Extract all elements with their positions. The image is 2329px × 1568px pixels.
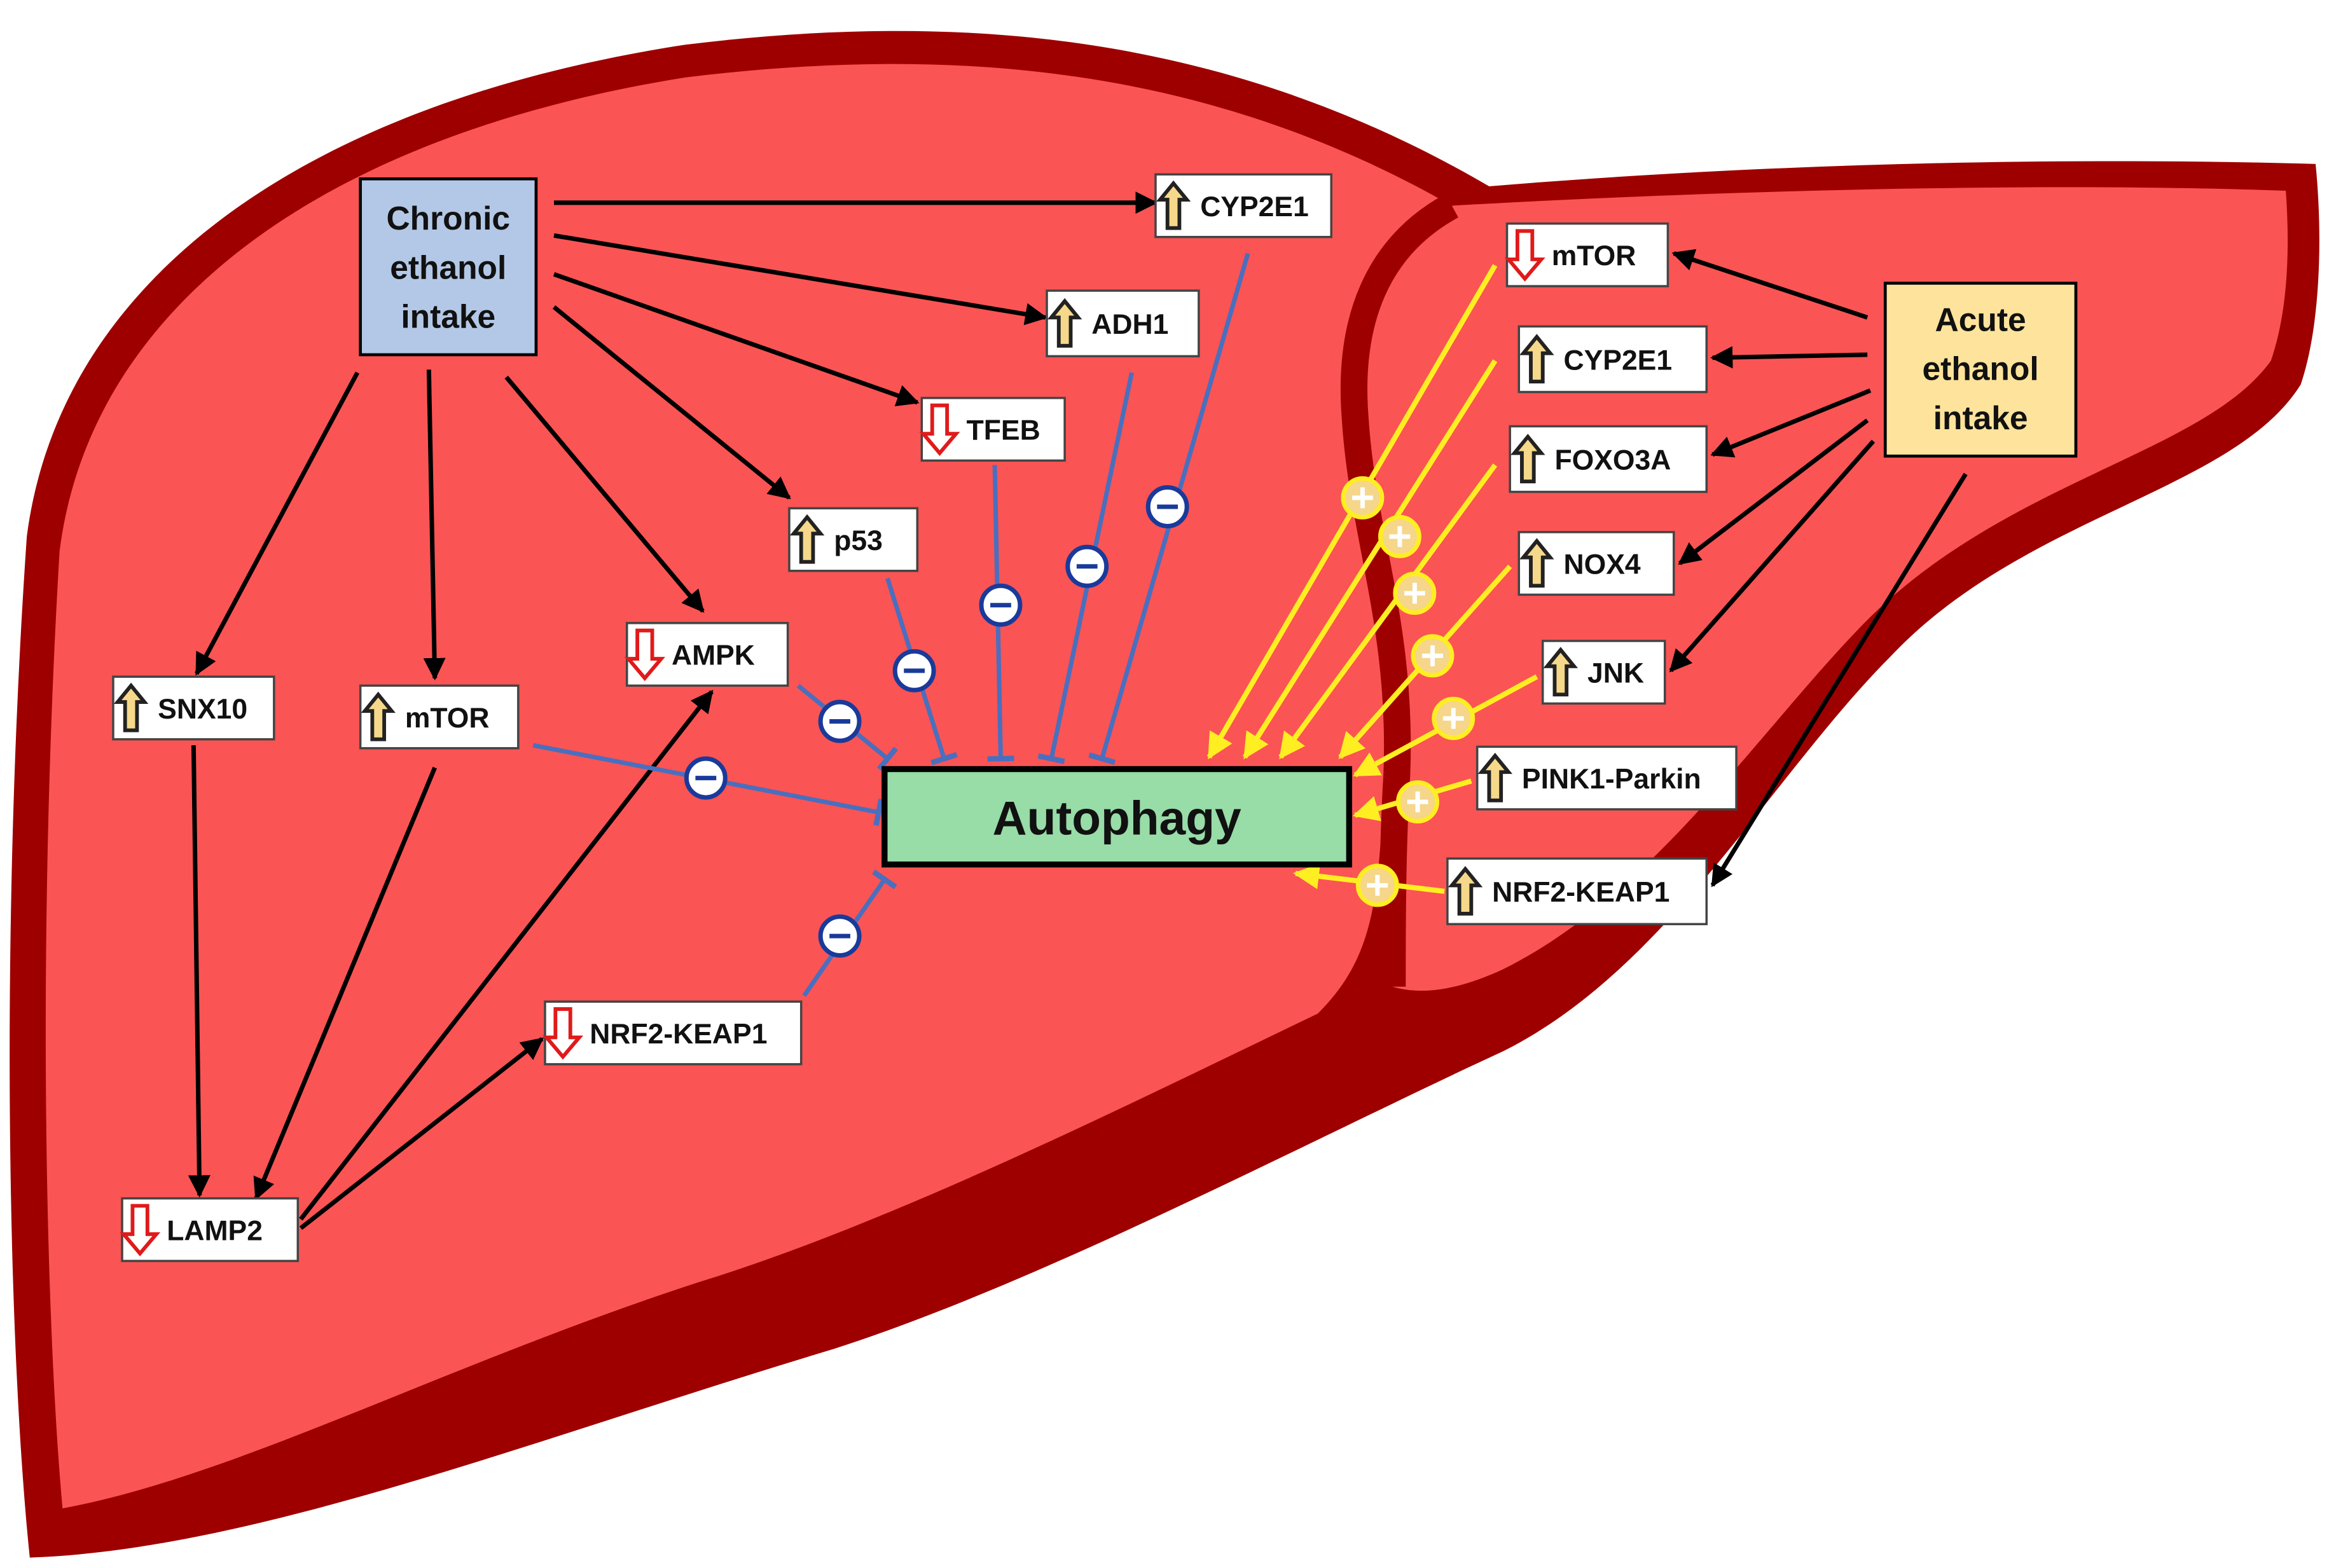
up-arrow-icon [113,682,149,732]
node-adh1: ADH1 [1046,289,1200,357]
minus-icon [818,914,862,958]
minus-icon [1065,544,1109,588]
up-arrow-icon [361,691,396,741]
node-label: CYP2E1 [1564,345,1673,376]
up-arrow-icon [1519,538,1554,588]
node-nrf2-chronic: NRF2-KEAP1 [542,1000,803,1066]
up-arrow-icon [1510,434,1545,484]
acute-label-line3: intake [1933,399,2028,436]
node-p53: p53 [788,507,919,572]
node-nrf2-acute: NRF2-KEAP1 [1446,857,1708,926]
node-label: PINK1-Parkin [1522,764,1701,795]
node-ampk: AMPK [624,622,789,687]
down-arrow-icon [542,1007,584,1060]
chronic-ethanol-box: Chronic ethanol intake [359,177,538,357]
chronic-label-line3: intake [401,298,495,335]
plus-icon [1355,863,1399,907]
node-mtor-chronic: mTOR [359,684,520,750]
node-box [1509,425,1708,493]
node-box [1446,857,1708,926]
node-label: LAMP2 [167,1215,263,1246]
plus-icon [1378,514,1421,558]
plus-icon [1341,476,1385,519]
plus-icon [1411,634,1455,678]
minus-icon [1145,485,1189,528]
down-arrow-icon [1504,229,1545,282]
node-label: FOXO3A [1554,444,1671,476]
up-arrow-icon [789,514,825,564]
up-arrow-icon [1477,752,1513,802]
node-label: JNK [1587,658,1644,689]
node-cyp2e1-chronic: CYP2E1 [1154,173,1332,238]
node-label: NOX4 [1564,549,1641,580]
node-tfeb: TFEB [919,397,1066,462]
plus-icon [1396,780,1439,824]
up-arrow-icon [1448,865,1483,916]
minus-icon [979,583,1023,627]
chronic-label-line1: Chronic [386,200,510,237]
node-label: CYP2E1 [1200,191,1309,223]
up-arrow-icon [1047,298,1082,348]
up-arrow-icon [1156,180,1191,230]
chronic-activation-arrows [188,191,1158,1230]
node-label: ADH1 [1091,309,1168,340]
minus-icon [684,756,728,800]
node-box [1517,325,1708,394]
node-box [1475,745,1738,811]
node-snx10: SNX10 [112,675,275,741]
node-label: SNX10 [158,694,247,725]
node-pink1: PINK1-Parkin [1475,745,1738,811]
chronic-label-line2: ethanol [390,249,506,285]
up-arrow-icon [1543,647,1579,697]
plus-icon [1393,571,1437,615]
autophagy-box: Autophagy [881,766,1353,868]
minus-icon [892,649,936,692]
node-jnk: JNK [1541,640,1666,705]
liver-lobe-divider [1340,193,1459,987]
node-label: mTOR [1552,240,1636,272]
down-arrow-icon [120,1204,161,1256]
node-label: p53 [834,525,883,556]
node-box [1154,173,1332,238]
down-arrow-icon [624,628,665,682]
node-label: TFEB [967,415,1040,446]
node-mtor-acute: mTOR [1504,222,1669,287]
node-label: mTOR [405,703,490,734]
node-box [544,1000,803,1066]
node-foxo3a: FOXO3A [1509,425,1708,493]
acute-label-line1: Acute [1935,301,2026,338]
inhibition-signs [684,485,1189,958]
node-box [112,675,275,741]
plus-icon [1432,696,1475,740]
activation-signs [1341,476,1475,907]
down-arrow-icon [919,403,960,457]
node-box [121,1197,300,1262]
node-box [1517,531,1675,596]
up-arrow-icon [1519,334,1554,384]
minus-icon [818,699,862,743]
node-label: NRF2-KEAP1 [1492,877,1669,908]
node-box [359,684,520,750]
node-label: NRF2-KEAP1 [590,1019,767,1050]
node-nox4: NOX4 [1517,531,1675,596]
node-cyp2e1-acute: CYP2E1 [1517,325,1708,394]
node-lamp2: LAMP2 [120,1197,300,1262]
acute-label-line2: ethanol [1923,350,2039,387]
acute-activation-arrows [1669,249,1968,888]
node-label: AMPK [672,640,755,671]
acute-ethanol-box: Acute ethanol intake [1883,282,2078,458]
autophagy-label: Autophagy [992,792,1241,845]
